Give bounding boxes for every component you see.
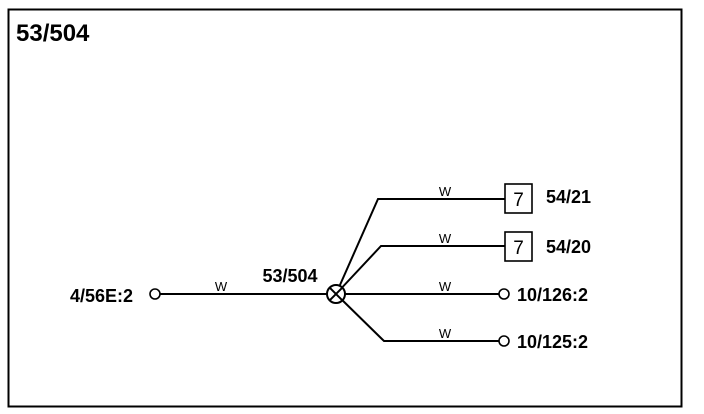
wire-branch-1-label: W [439,184,452,199]
terminal-3 [498,288,510,300]
destination-1-label: 54/21 [546,187,591,207]
connector-box-1-number: 7 [513,190,524,211]
diagram-title: 53/504 [16,20,90,47]
source-terminal [149,288,161,300]
wire-branch-2-label: W [439,231,452,246]
connector-box-2 [504,231,533,262]
connector-box-1 [504,183,533,214]
wire-branch-3-label: W [439,279,452,294]
wire-branch-4-label: W [439,326,452,341]
terminal-4 [498,335,510,347]
wire-branch-4 [335,293,499,342]
connector-box-2-number: 7 [513,238,524,259]
destination-3-label: 10/126:2 [517,285,588,305]
destination-4-label: 10/125:2 [517,332,588,352]
splice-icon [326,284,346,304]
destination-2-label: 54/20 [546,237,591,257]
wire-branch-1 [335,198,505,295]
diagram-frame [7,8,683,408]
wire-branch-2 [335,245,505,295]
splice-label: 53/504 [262,266,317,286]
source-connector-label: 4/56E:2 [70,286,133,306]
wire-source-label: W [215,279,228,294]
